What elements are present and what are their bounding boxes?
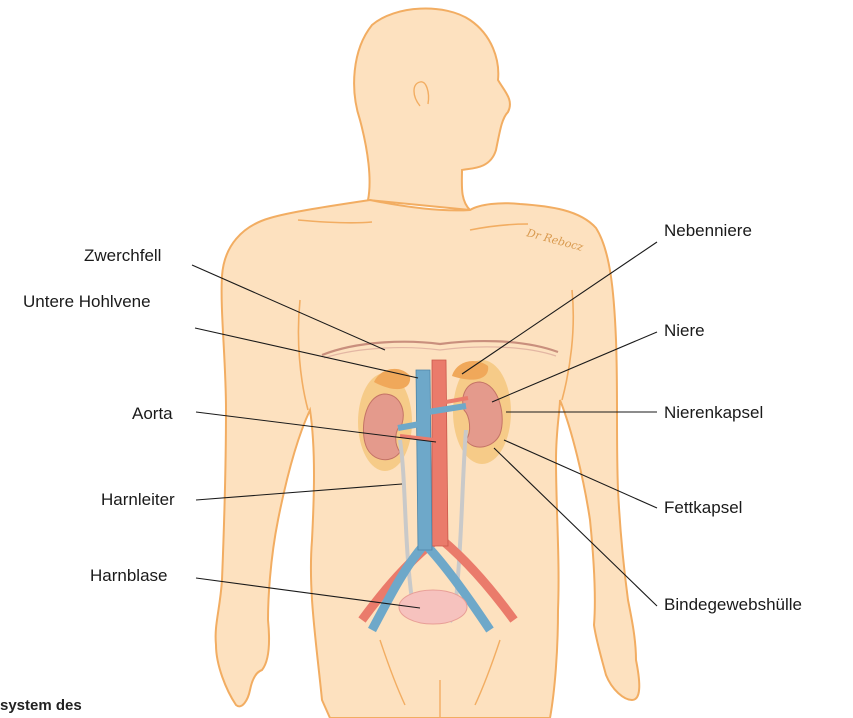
label-nierenkapsel: Nierenkapsel <box>664 403 763 423</box>
label-zwerchfell: Zwerchfell <box>84 246 161 266</box>
left-kidney <box>363 394 403 460</box>
label-niere: Niere <box>664 321 705 341</box>
label-untere-hohlvene: Untere Hohlvene <box>23 292 151 312</box>
label-harnblase: Harnblase <box>90 566 168 586</box>
label-bindegewebshuelle: Bindegewebshülle <box>664 595 802 615</box>
figure-caption: system des <box>0 697 82 714</box>
left-renal-vein <box>398 424 420 428</box>
aorta <box>432 360 448 546</box>
label-nebenniere: Nebenniere <box>664 221 752 241</box>
inferior-vena-cava <box>416 370 432 550</box>
label-harnleiter: Harnleiter <box>101 490 175 510</box>
label-aorta: Aorta <box>132 404 173 424</box>
label-fettkapsel: Fettkapsel <box>664 498 742 518</box>
head-neck <box>354 9 510 210</box>
